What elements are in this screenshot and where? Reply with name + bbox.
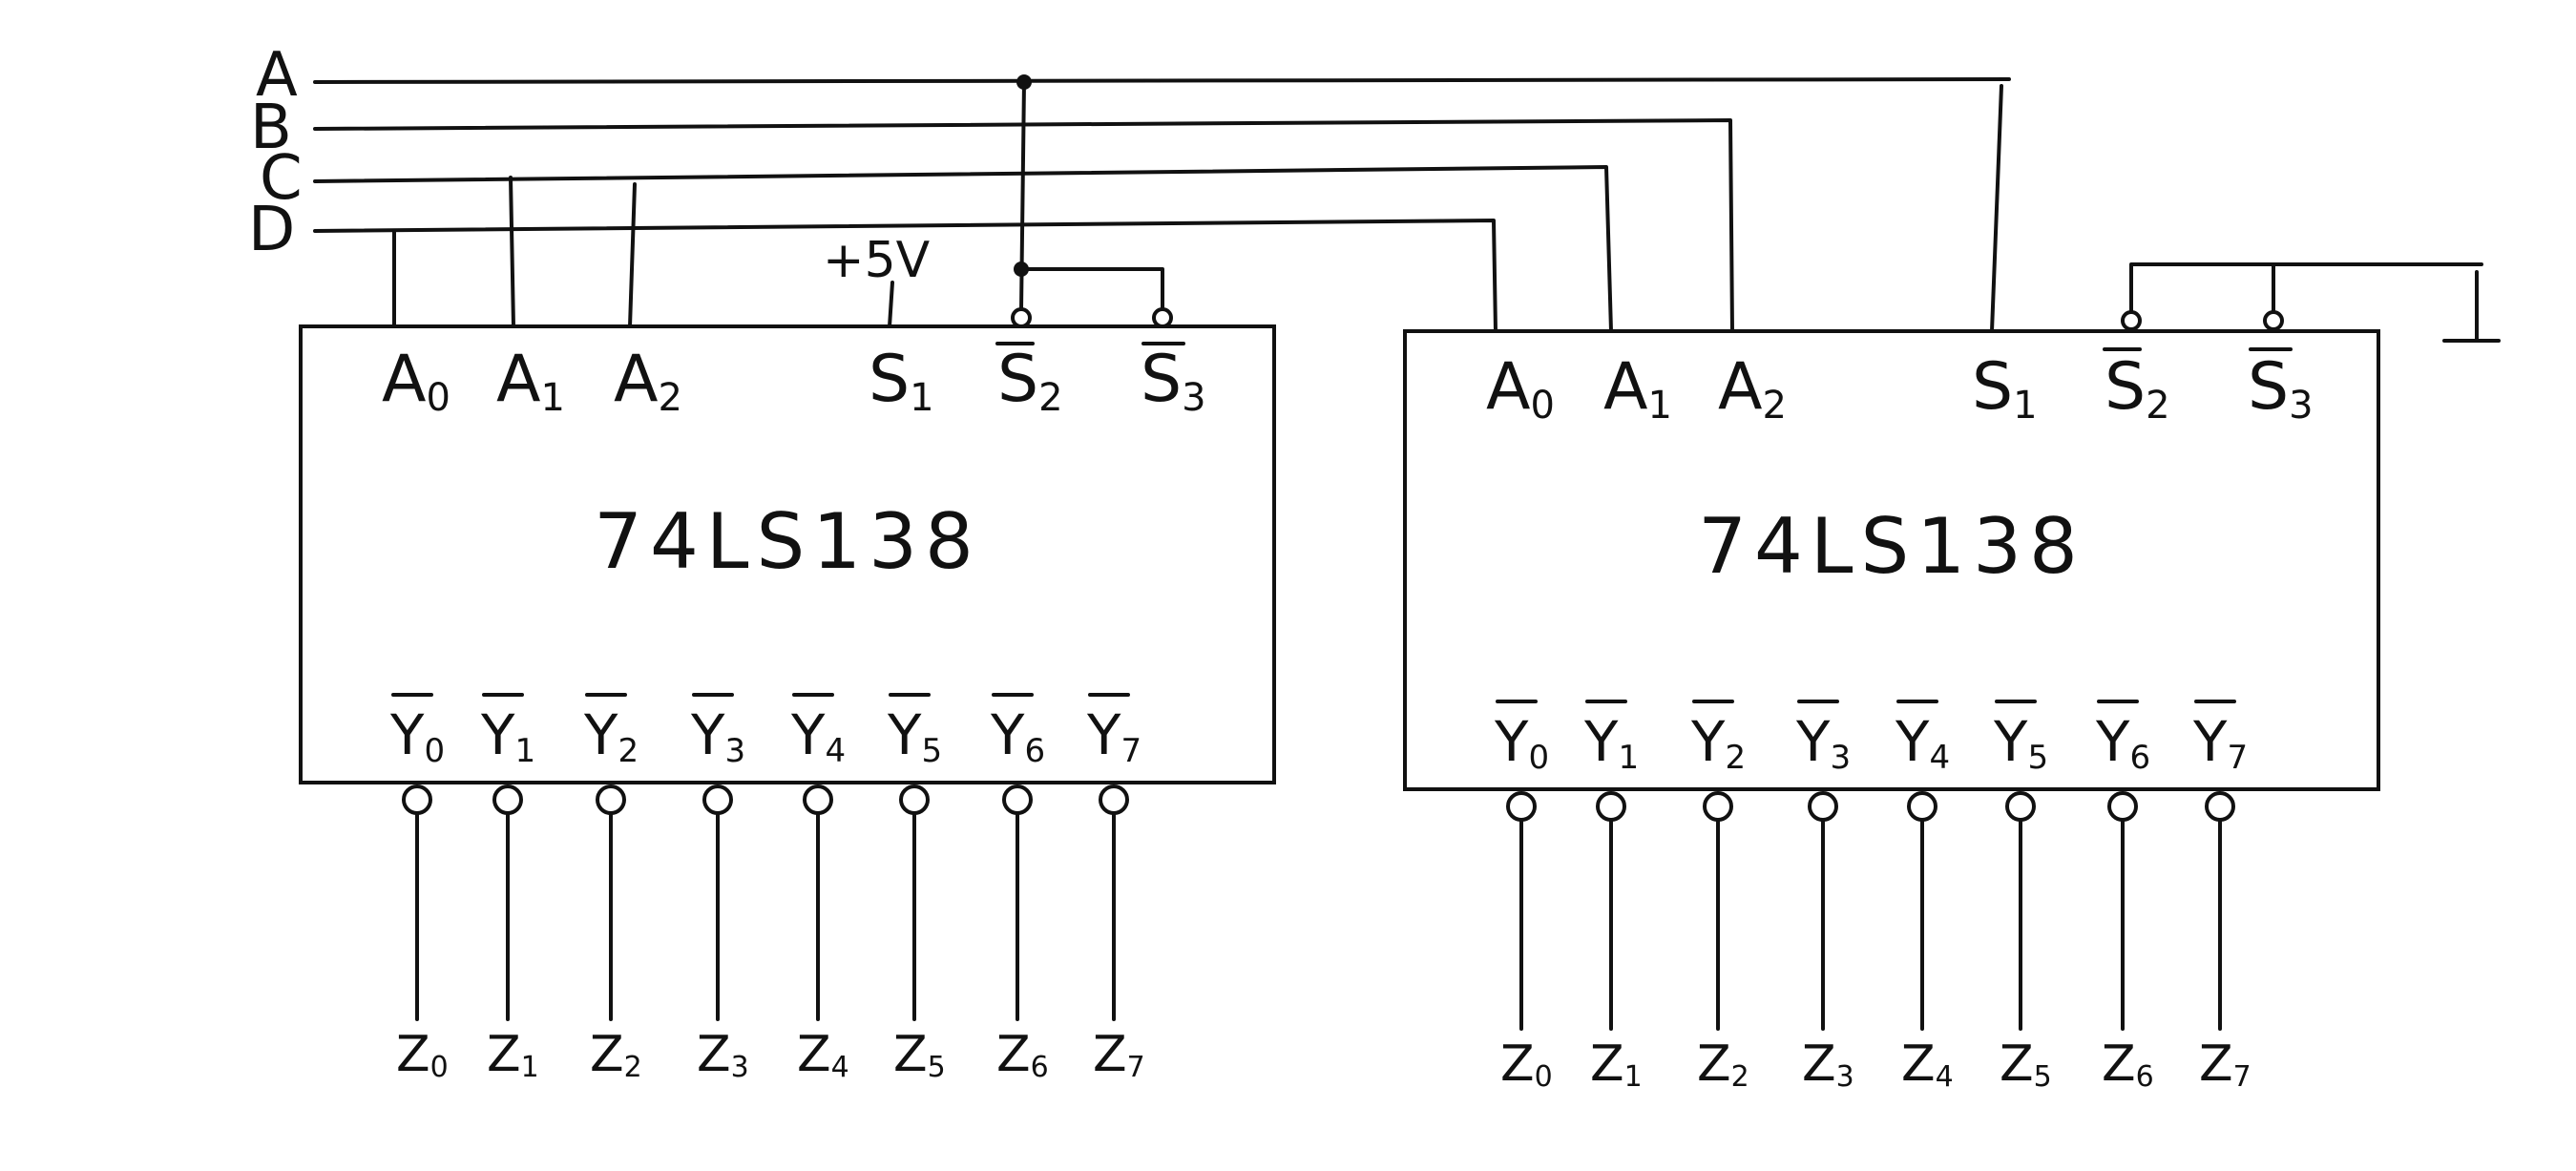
- input-label-d: D: [248, 195, 295, 265]
- chip2-pin-y4: Y4: [1895, 709, 1950, 777]
- chip1-pin-a1: A1: [496, 342, 565, 420]
- chip2-output-label-z4: Z4: [1901, 1035, 1954, 1094]
- chip1-output-6-bubble: [1002, 784, 1033, 815]
- chip2-output-6-bubble: [2107, 791, 2138, 822]
- chip2-output-7-bubble: [2205, 791, 2235, 822]
- chip1-output-0-bubble: [402, 784, 432, 815]
- power-label: +5V: [823, 232, 931, 289]
- chip1-s2-bubble: [1011, 307, 1032, 328]
- chip1-output-1-bubble: [492, 784, 523, 815]
- wire-d: [313, 219, 1497, 333]
- chip1-pin-y2: Y2: [583, 702, 639, 770]
- chip1-output-label-z7: Z7: [1093, 1026, 1145, 1084]
- wire-b: [313, 118, 1734, 333]
- chip2-pin-y7: Y7: [2192, 709, 2248, 777]
- chip2-output-4-bubble: [1907, 791, 1937, 822]
- chip2-pin-s3: S3: [2248, 349, 2314, 428]
- chip1-pin-y3: Y3: [690, 702, 745, 770]
- chip2-output-label-z6: Z6: [2102, 1035, 2154, 1094]
- chip2-s2-bubble: [2121, 310, 2142, 331]
- chip2-output-2-bubble: [1703, 791, 1733, 822]
- chip2-pin-a0: A0: [1486, 349, 1555, 428]
- chip1-pin-a0: A0: [382, 342, 450, 420]
- chip1-output-label-z2: Z2: [590, 1026, 642, 1084]
- chip2-output-label-z0: Z0: [1500, 1035, 1553, 1094]
- chip2-pin-y6: Y6: [2095, 709, 2150, 777]
- input-label-b: B: [250, 93, 292, 163]
- input-label-c: C: [260, 143, 303, 214]
- decoder-chip-2: A0 A1 A2 S1 S2 S3 74LS138: [1403, 329, 2380, 791]
- chip1-pin-y5: Y5: [887, 702, 942, 770]
- chip1-pin-y4: Y4: [790, 702, 846, 770]
- chip1-output-label-z5: Z5: [893, 1026, 946, 1084]
- chip1-output-label-z1: Z1: [487, 1026, 539, 1084]
- chip2-output-3-bubble: [1808, 791, 1838, 822]
- chip1-output-label-z0: Z0: [396, 1026, 449, 1084]
- chip1-pin-s3: S3: [1141, 342, 1206, 420]
- chip1-pin-s1: S1: [869, 342, 934, 420]
- chip2-pin-a1: A1: [1603, 349, 1672, 428]
- chip1-pin-y1: Y1: [480, 702, 535, 770]
- chip1-input-wires: [392, 176, 637, 328]
- chip2-output-label-z7: Z7: [2199, 1035, 2251, 1094]
- chip2-pin-y2: Y2: [1690, 709, 1746, 777]
- chip2-output-label-z3: Z3: [1802, 1035, 1854, 1094]
- chip1-pin-y6: Y6: [990, 702, 1045, 770]
- chip1-s3-bubble: [1152, 307, 1173, 328]
- decoder-chip-1: A0 A1 A2 S1 S2 S3 74LS138: [299, 324, 1276, 784]
- chip1-output-7-bubble: [1099, 784, 1129, 815]
- chip2-pin-s2: S2: [2105, 349, 2170, 428]
- chip2-s3-bubble: [2263, 310, 2284, 331]
- chip1-output-label-z4: Z4: [797, 1026, 849, 1084]
- chip1-pin-y7: Y7: [1086, 702, 1141, 770]
- chip1-pin-y0: Y0: [389, 702, 445, 770]
- wire-a: [313, 77, 2011, 333]
- chip2-output-label-z2: Z2: [1697, 1035, 1749, 1094]
- chip2-pin-a2: A2: [1718, 349, 1787, 428]
- chip2-pin-y0: Y0: [1494, 709, 1549, 777]
- chip2-enable-wires: [2129, 262, 2501, 343]
- input-bus: [313, 77, 2011, 333]
- chip2-pin-y5: Y5: [1993, 709, 2048, 777]
- junction-a: [1016, 74, 1032, 90]
- input-label-a: A: [256, 40, 298, 111]
- chip1-name: 74LS138: [594, 497, 981, 586]
- wire-c: [313, 165, 1613, 333]
- wire-plus5v: [888, 281, 894, 328]
- chip1-pin-s2: S2: [997, 342, 1063, 420]
- chip2-output-1-bubble: [1596, 791, 1626, 822]
- chip2-pin-y1: Y1: [1583, 709, 1639, 777]
- chip1-output-5-bubble: [899, 784, 930, 815]
- chip2-output-label-z1: Z1: [1590, 1035, 1643, 1094]
- chip1-output-label-z3: Z3: [697, 1026, 749, 1084]
- chip2-output-0-bubble: [1506, 791, 1537, 822]
- chip2-name: 74LS138: [1698, 502, 2085, 591]
- wire-s2-s3-tie: [1019, 267, 1164, 312]
- chip2-pin-y3: Y3: [1795, 709, 1851, 777]
- chip2-pin-s1: S1: [1972, 349, 2038, 428]
- chip2-output-5-bubble: [2005, 791, 2036, 822]
- chip1-output-4-bubble: [803, 784, 833, 815]
- chip2-output-label-z5: Z5: [2000, 1035, 2052, 1094]
- chip1-output-3-bubble: [702, 784, 733, 815]
- chip1-pin-a2: A2: [614, 342, 682, 420]
- wire-s2-s3-gnd: [2129, 262, 2483, 313]
- chip1-output-2-bubble: [596, 784, 626, 815]
- chip1-enable-wires: [888, 80, 1164, 328]
- junction-s2: [1014, 261, 1029, 277]
- chip1-output-label-z6: Z6: [996, 1026, 1049, 1084]
